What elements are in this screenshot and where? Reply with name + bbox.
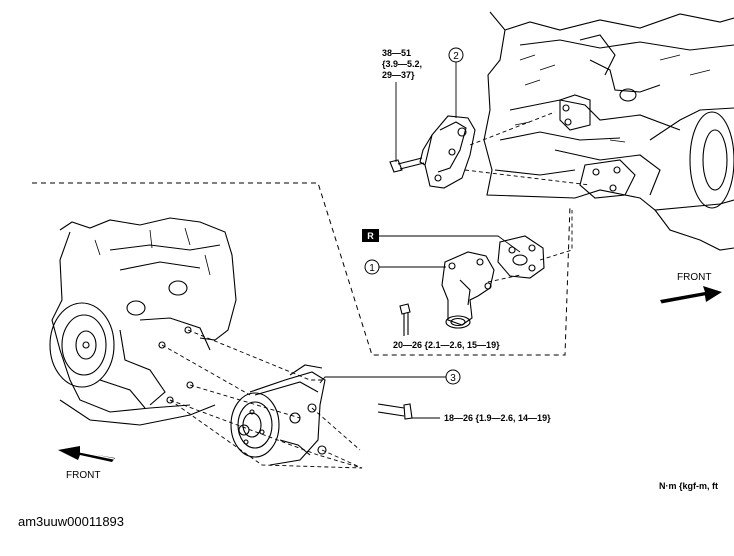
part-1-water-outlet [441,251,495,329]
callout-2: 2 [448,47,464,63]
region-boundary-dashed [32,182,571,356]
figure-id: am3uuw00011893 [18,514,125,529]
front-label-lower: FRONT [66,470,100,481]
front-arrow-upper-right: FRONT [660,272,722,305]
callout-3: 3 [445,369,461,385]
bolt-part-2 [389,157,425,173]
assembly-guide-lines [161,111,591,469]
gasket-part [497,235,545,279]
torque-units-note: N·m {kgf-m, ft [659,481,718,491]
front-arrow-upper-icon [660,286,722,304]
upper-engine-block [483,11,734,251]
callout-1: 1 [364,259,380,275]
torque-spec-line-3: 29—37} [382,70,415,80]
replace-badge: R [362,229,379,242]
front-label-upper: FRONT [677,272,711,283]
bolt-part-3 [377,403,413,420]
front-arrow-lower-icon [58,446,115,462]
torque-spec-line-1: 38—51 [382,48,411,58]
front-arrow-lower-left: FRONT [58,446,115,481]
torque-spec-part-1: 20—26 {2.1—2.6, 15—19} [393,340,500,350]
torque-spec-part-3: 18—26 {1.9—2.6, 14—19} [444,413,551,423]
part-2-bracket [419,115,476,189]
callout-1-label: 1 [369,263,375,274]
torque-spec-line-2: {3.9—5.2, [382,59,422,69]
replace-badge-label: R [367,231,374,241]
callout-3-label: 3 [450,373,456,384]
torque-spec-part-2: 38—51 {3.9—5.2, 29—37} [382,48,422,80]
lower-engine-block [49,217,237,426]
callout-2-label: 2 [453,51,459,62]
bolt-part-1 [399,303,411,336]
leader-lines [319,62,521,419]
